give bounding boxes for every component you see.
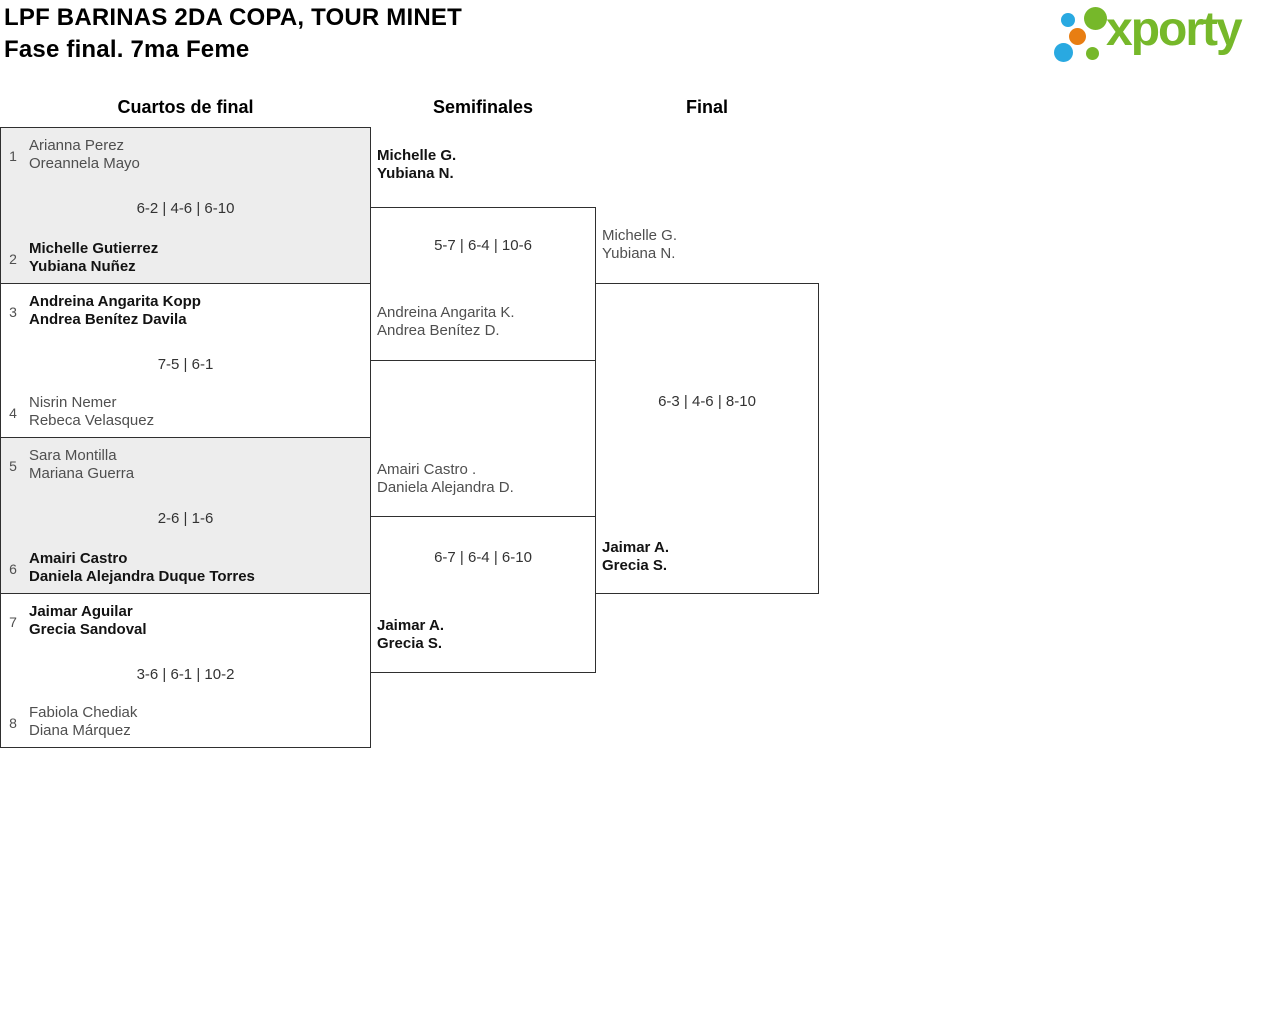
logo-dot-blue-small-icon (1061, 13, 1075, 27)
logo-dot-blue-large-icon (1054, 43, 1073, 62)
qf-match-4-box: 7 Jaimar Aguilar Grecia Sandoval 3-6 | 6… (0, 593, 371, 748)
qf-match-3-box: 5 Sara Montilla Mariana Guerra 2-6 | 1-6… (0, 437, 371, 594)
qf1-team-top: Arianna Perez Oreannela Mayo (29, 137, 140, 172)
seed-number: 3 (9, 304, 17, 320)
seed-number: 8 (9, 715, 17, 731)
final-team-top: Michelle G. Yubiana N. (602, 227, 678, 262)
sf1-score: 5-7 | 6-4 | 10-6 (434, 237, 532, 254)
seed-number: 2 (9, 251, 17, 267)
qf1-team-bottom: Michelle Gutierrez Yubiana Nuñez (29, 240, 159, 275)
qf-match-1-box: 1 Arianna Perez Oreannela Mayo 6-2 | 4-6… (0, 127, 371, 284)
qf-match-2-box: 3 Andreina Angarita Kopp Andrea Benítez … (0, 283, 371, 438)
qf3-team-bottom: Amairi Castro Daniela Alejandra Duque To… (29, 550, 255, 585)
qf2-team-bottom: Nisrin Nemer Rebeca Velasquez (29, 394, 155, 429)
sf1-team-bottom: Andreina Angarita K. Andrea Benítez D. (377, 304, 515, 339)
seed-number: 6 (9, 561, 17, 577)
qf4-team-bottom: Fabiola Chediak Diana Márquez (29, 704, 138, 739)
qf4-score: 3-6 | 6-1 | 10-2 (136, 666, 235, 683)
seed-number: 7 (9, 614, 17, 630)
qf4-team-top: Jaimar Aguilar Grecia Sandoval (29, 603, 147, 638)
seed-number: 1 (9, 148, 17, 164)
qf3-score: 2-6 | 1-6 (157, 510, 214, 527)
qf1-score: 6-2 | 4-6 | 6-10 (136, 200, 235, 217)
seed-number: 4 (9, 405, 17, 421)
column-header-quarterfinals: Cuartos de final (117, 97, 254, 117)
sf-match-2-box (370, 516, 596, 673)
sf2-score: 6-7 | 6-4 | 6-10 (434, 549, 532, 566)
sf1-team-top: Michelle G. Yubiana N. (377, 147, 457, 182)
seed-number: 5 (9, 458, 17, 474)
column-header-semifinals: Semifinales (432, 97, 534, 117)
sf2-team-top: Amairi Castro . Daniela Alejandra D. (377, 461, 514, 496)
qf2-score: 7-5 | 6-1 (157, 356, 214, 373)
qf3-team-top: Sara Montilla Mariana Guerra (29, 447, 135, 482)
sf-match-1-box (370, 207, 596, 361)
column-header-final: Final (685, 97, 728, 117)
logo-wordmark: xporty (1106, 3, 1243, 56)
final-team-bottom: Jaimar A. Grecia S. (602, 539, 669, 574)
qf2-team-top: Andreina Angarita Kopp Andrea Benítez Da… (29, 293, 201, 328)
final-match-box (595, 283, 819, 594)
logo-dot-green-small-icon (1086, 47, 1099, 60)
logo-dot-green-large-icon (1084, 7, 1107, 30)
sf2-team-bottom: Jaimar A. Grecia S. (377, 617, 444, 652)
page-title: LPF BARINAS 2DA COPA, TOUR MINET (4, 4, 462, 31)
logo-dot-orange-icon (1069, 28, 1086, 45)
final-score: 6-3 | 4-6 | 8-10 (658, 393, 756, 410)
page-subtitle: Fase final. 7ma Feme (4, 36, 250, 63)
